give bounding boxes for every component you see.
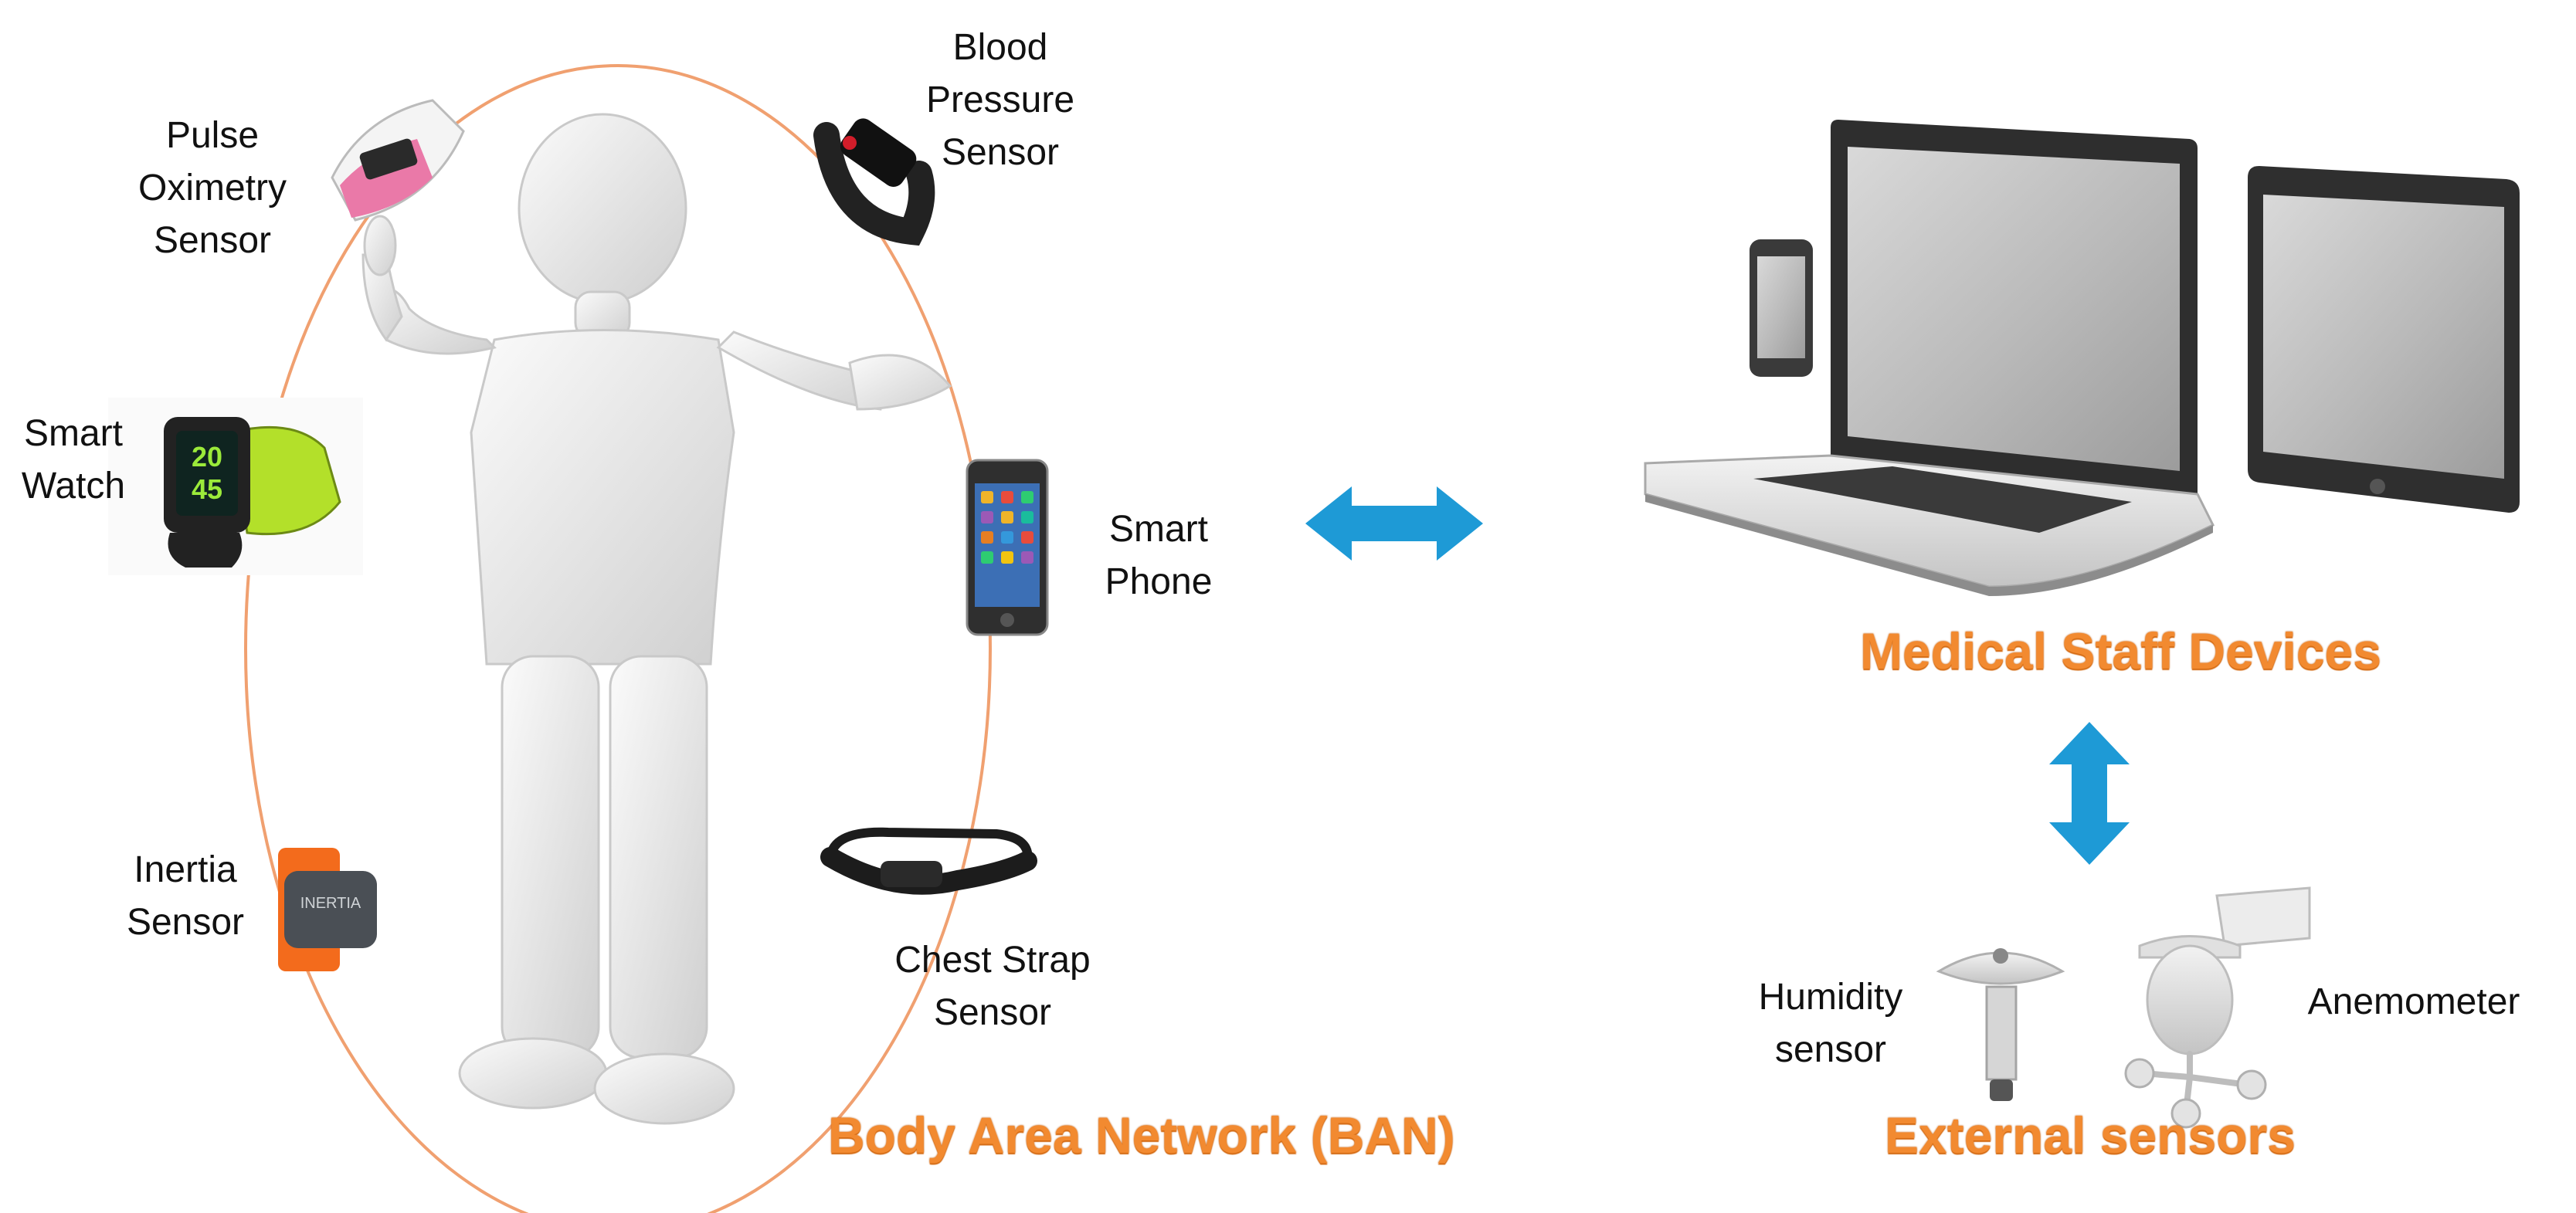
pulse-oximetry-label: Pulse Oximetry Sensor xyxy=(138,115,287,261)
tablet-icon xyxy=(2248,166,2520,513)
smart-phone-icon xyxy=(966,459,1049,636)
smart-watch-icon: 20 45 xyxy=(108,398,363,575)
medical-devices-illustration xyxy=(1644,120,2520,596)
smart-phone-label: Smart Phone xyxy=(1105,509,1213,602)
laptop-icon xyxy=(1644,120,2215,596)
ban-title: Body Area Network (BAN) xyxy=(828,1106,1455,1164)
pulse-oximeter-icon xyxy=(331,99,465,222)
humidity-sensor-label: Humidity sensor xyxy=(1758,977,1903,1070)
chest-strap-icon xyxy=(820,827,1037,895)
blood-pressure-band-icon xyxy=(813,118,935,246)
bidirectional-arrow-icon xyxy=(1305,486,1483,561)
watch-display-bottom: 45 xyxy=(192,473,222,505)
inertia-sensor-icon: INERTIA xyxy=(278,848,377,971)
blood-pressure-label: Blood Pressure Sensor xyxy=(925,27,1075,173)
chest-strap-label: Chest Strap Sensor xyxy=(894,940,1091,1033)
smart-watch-label: Smart Watch xyxy=(21,413,126,507)
watch-display-top: 20 xyxy=(192,441,222,473)
inertia-device-text: INERTIA xyxy=(300,895,361,912)
anemometer-icon xyxy=(2124,886,2311,1129)
anemometer-label: Anemometer xyxy=(2307,981,2520,1022)
human-figure-icon xyxy=(361,113,952,1125)
staff-phone-icon xyxy=(1750,239,1813,377)
vertical-bidirectional-arrow-icon xyxy=(2049,722,2130,865)
inertia-sensor-label: Inertia Sensor xyxy=(126,849,245,943)
external-sensors-title: External sensors xyxy=(1885,1106,2296,1164)
medical-staff-devices-title: Medical Staff Devices xyxy=(1860,622,2381,679)
ban-boundary-ellipse xyxy=(244,64,992,1213)
humidity-sensor-icon xyxy=(1936,948,2065,1101)
